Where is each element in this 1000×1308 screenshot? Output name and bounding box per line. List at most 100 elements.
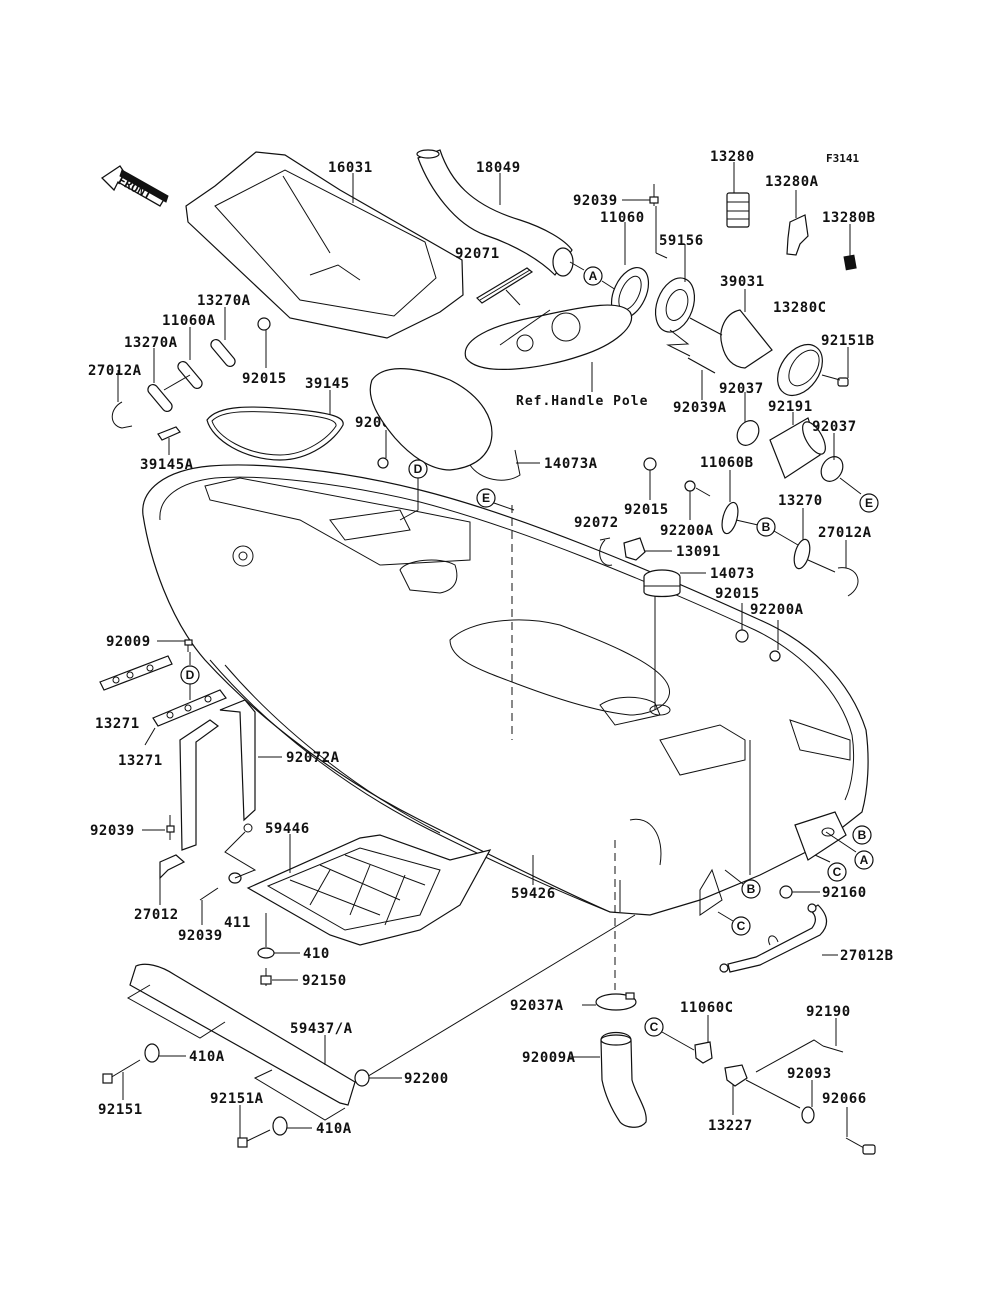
part-label-92015-left: 92015 (242, 371, 287, 387)
part-13271-plate-upper[interactable] (99, 655, 173, 691)
part-13270a-plate-2[interactable] (146, 383, 174, 414)
part-92009-screw[interactable] (184, 639, 193, 652)
part-label-92151B: 92151B (821, 333, 875, 349)
part-label-92072A: 92072A (286, 750, 340, 766)
part-92037-clamp-2[interactable] (817, 453, 847, 486)
part-92200-washer[interactable] (354, 1069, 370, 1087)
part-92072a-strap-left[interactable] (179, 719, 220, 851)
part-13271-plate-lower[interactable] (152, 689, 227, 727)
part-13091-bracket[interactable] (623, 537, 646, 561)
part-92002-screw[interactable] (377, 457, 389, 469)
part-59446-intake-grate[interactable] (246, 834, 492, 946)
part-label-39145A: 39145A (140, 457, 194, 473)
part-92066-plug[interactable] (845, 1137, 876, 1155)
part-92039a-pin[interactable] (687, 357, 716, 374)
part-18049-hose[interactable] (416, 149, 574, 277)
part-92015-nut[interactable] (257, 317, 271, 331)
part-label-11060: 11060 (600, 210, 645, 226)
part-59426-hull[interactable] (142, 464, 869, 916)
part-39031-cone[interactable] (720, 309, 773, 369)
part-13227-fitting[interactable] (724, 1064, 748, 1087)
part-label-27012A-right: 27012A (818, 525, 872, 541)
svg-text:C: C (737, 919, 746, 933)
part-13280c-ring[interactable] (768, 336, 831, 404)
part-92160-nut[interactable] (779, 885, 793, 899)
svg-text:B: B (762, 520, 771, 534)
part-label-11060B: 11060B (700, 455, 754, 471)
part-label-13091: 13091 (676, 544, 721, 560)
part-410a-spacer-2[interactable] (272, 1116, 288, 1136)
part-92015-nut-mid[interactable] (643, 457, 657, 471)
part-label-59156: 59156 (659, 233, 704, 249)
part-27012b-tow-bar[interactable] (719, 903, 828, 973)
part-92093-washer[interactable] (801, 1106, 815, 1124)
part-label-18049: 18049 (476, 160, 521, 176)
part-92151a-bolt[interactable] (237, 1129, 271, 1148)
part-92191-tube[interactable] (769, 417, 830, 479)
part-410-washer[interactable] (257, 947, 275, 959)
part-92072a-strap-right[interactable] (219, 699, 256, 833)
part-11060c-gasket[interactable] (694, 1041, 713, 1064)
part-label-27012: 27012 (134, 907, 179, 923)
part-label-14073A: 14073A (544, 456, 598, 472)
part-59156-flange[interactable] (649, 273, 702, 338)
part-39145a-block[interactable] (157, 426, 181, 441)
part-label-59446: 59446 (265, 821, 310, 837)
part-92151-bolt[interactable] (102, 1059, 141, 1084)
part-14073-cap[interactable] (643, 569, 681, 598)
part-92015-nut-low[interactable] (735, 629, 749, 643)
callout-a-transom: A (854, 850, 874, 870)
part-92151b-bolt[interactable] (837, 377, 849, 387)
part-label-13227: 13227 (708, 1118, 753, 1134)
part-label-39145: 39145 (305, 376, 350, 392)
part-13280-block[interactable] (726, 192, 750, 228)
part-39145-seal[interactable] (206, 406, 344, 461)
part-label-92039-left: 92039 (90, 823, 135, 839)
part-92190-hose[interactable] (600, 1031, 647, 1128)
part-410a-spacer-1[interactable] (144, 1043, 160, 1063)
part-92071-strip[interactable] (476, 267, 534, 304)
part-16031-storage-tray[interactable] (185, 151, 464, 339)
part-11060b-gasket[interactable] (719, 501, 741, 536)
part-label-16031: 16031 (328, 160, 373, 176)
part-13280b-tag[interactable] (843, 254, 857, 271)
part-label-27012A-left: 27012A (88, 363, 142, 379)
part-label-11060C: 11060C (680, 1000, 734, 1016)
part-label-14073: 14073 (710, 566, 755, 582)
part-label-59426: 59426 (511, 886, 556, 902)
callout-e-right: E (859, 493, 879, 513)
part-27012-bracket[interactable] (159, 854, 186, 880)
part-label-92200A-2: 92200A (750, 602, 804, 618)
part-13280a-clip[interactable] (786, 214, 809, 256)
part-label-13280A: 13280A (765, 174, 819, 190)
callout-c-lower: C (731, 916, 751, 936)
part-92200a-washer-2[interactable] (769, 650, 781, 662)
part-13270a-plate[interactable] (209, 338, 237, 369)
part-label-92093: 92093 (787, 1066, 832, 1082)
part-27012a-hook-right[interactable] (837, 567, 859, 597)
front-arrow-icon: FRONT (100, 165, 169, 207)
callout-b-transom: B (852, 825, 872, 845)
part-59437a-sponson[interactable] (126, 963, 356, 1121)
part-label-92039-top: 92039 (573, 193, 618, 209)
figure-id: F3141 (826, 152, 859, 165)
part-92009a-screw[interactable] (822, 1045, 844, 1053)
part-13270-plate[interactable] (791, 538, 812, 571)
part-label-410A-1: 410A (189, 1049, 225, 1065)
callout-a-hose: A (583, 266, 603, 286)
part-27012a-hook[interactable] (111, 401, 133, 429)
part-label-92009A: 92190 (806, 1004, 851, 1020)
part-92072-strap[interactable] (599, 537, 613, 566)
ref-handle-pole-note: Ref.Handle Pole (516, 394, 648, 409)
part-label-410: 410 (303, 946, 330, 962)
part-92039-rivet-left[interactable] (166, 815, 175, 840)
part-92039-rivet-low[interactable] (199, 887, 219, 901)
part-92200a-washer[interactable] (684, 480, 696, 492)
part-92039-screw[interactable] (649, 184, 659, 206)
part-92037a-clamp[interactable] (595, 992, 637, 1011)
part-label-92191: 92191 (768, 399, 813, 415)
part-92150-bolt[interactable] (260, 968, 272, 986)
part-14073a-cover[interactable] (369, 368, 521, 481)
part-92037-clamp[interactable] (733, 417, 763, 450)
